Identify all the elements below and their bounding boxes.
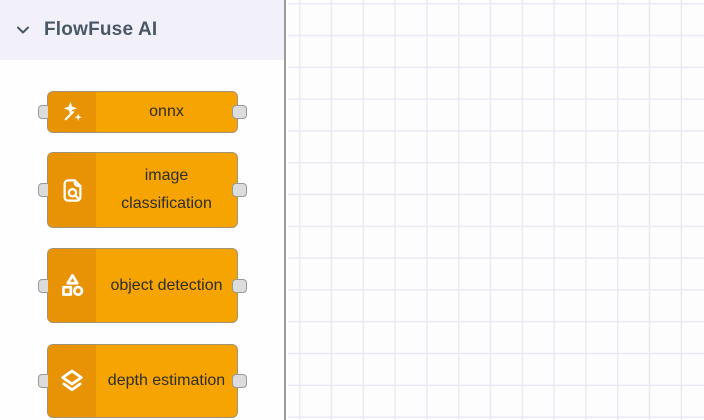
palette-node-object-detection[interactable]: object detection <box>38 248 247 323</box>
node-icon-well <box>48 153 96 227</box>
node-label: depth estimation <box>107 372 226 389</box>
node-icon-well <box>48 345 96 417</box>
node-label: object detection <box>110 276 223 294</box>
output-port <box>232 105 247 119</box>
palette-sidebar: FlowFuse AI onnx <box>0 0 286 420</box>
node-icon-well <box>48 249 96 322</box>
output-port <box>232 278 247 293</box>
file-search-icon <box>63 178 81 202</box>
palette-node-image-classification[interactable]: image classification <box>38 152 247 228</box>
palette-category-title: FlowFuse AI <box>44 19 158 40</box>
output-port <box>232 374 247 388</box>
node-icon-well <box>48 92 96 132</box>
wand-sparkles-icon <box>63 101 82 121</box>
palette-category-header[interactable]: FlowFuse AI <box>0 0 284 60</box>
chevron-down-icon <box>17 26 29 34</box>
palette-node-depth-estimation[interactable]: depth estimation <box>38 344 247 418</box>
palette-node-onnx[interactable]: onnx <box>38 91 247 133</box>
node-label: image classification <box>121 167 212 212</box>
shapes-icon <box>61 274 83 297</box>
flow-canvas[interactable] <box>288 0 704 420</box>
node-label: onnx <box>149 103 184 120</box>
layers-icon <box>61 369 83 392</box>
output-port <box>232 183 247 197</box>
